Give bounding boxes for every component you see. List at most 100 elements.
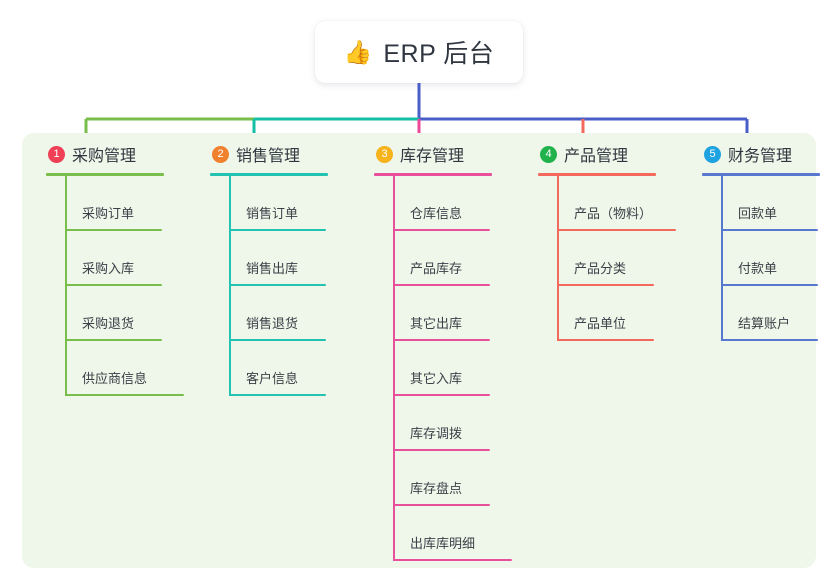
branch-item-underline (557, 229, 676, 231)
branch-item-underline (393, 229, 490, 231)
branch-item-label: 产品（物料） (574, 206, 653, 221)
branch-item-label: 产品分类 (574, 261, 627, 276)
branch-item[interactable]: 付款单 (721, 231, 839, 286)
branch-item[interactable]: 库存调拨 (393, 396, 527, 451)
branch-item-label: 供应商信息 (82, 371, 148, 386)
branch-spine (721, 176, 723, 341)
branch-item-underline (229, 394, 326, 396)
branch-spine (229, 176, 231, 396)
branch-item-label: 库存调拨 (410, 426, 463, 441)
branch-item-underline (393, 284, 490, 286)
branch-item-underline (393, 339, 490, 341)
branch-item-underline (721, 339, 818, 341)
branch-item-label: 客户信息 (246, 371, 299, 386)
branch-item[interactable]: 销售退货 (229, 286, 363, 341)
branch-item-underline (721, 284, 818, 286)
branch-header-underline (374, 173, 492, 176)
branch-item-label: 其它入库 (410, 371, 463, 386)
branch-item-underline (65, 339, 162, 341)
branch-item-label: 采购退货 (82, 316, 135, 331)
branch-spine (393, 176, 395, 561)
branch-spine (557, 176, 559, 341)
branch-item[interactable]: 库存盘点 (393, 451, 527, 506)
branch-item-label: 采购订单 (82, 206, 135, 221)
branch-item-list: 仓库信息产品库存其它出库其它入库库存调拨库存盘点出库库明细 (393, 176, 527, 561)
branch-item[interactable]: 其它出库 (393, 286, 527, 341)
root-node-title: ERP 后台 (383, 40, 495, 68)
branch-item[interactable]: 产品（物料） (557, 176, 691, 231)
branch-item-label: 销售退货 (246, 316, 299, 331)
branch-item[interactable]: 采购入库 (65, 231, 199, 286)
branch-item[interactable]: 产品库存 (393, 231, 527, 286)
branch-item-list: 回款单付款单结算账户 (721, 176, 839, 341)
branch-header-underline (702, 173, 820, 176)
branch-header-underline (538, 173, 656, 176)
branch-spine (65, 176, 67, 396)
branch-number-badge: 1 (48, 145, 65, 163)
branch-item[interactable]: 供应商信息 (65, 341, 199, 396)
branch-item-list: 采购订单采购入库采购退货供应商信息 (65, 176, 199, 396)
branch-column-5: 5 财务管理回款单付款单结算账户 (690, 133, 839, 341)
branch-item[interactable]: 销售出库 (229, 231, 363, 286)
branch-column-3: 3 库存管理仓库信息产品库存其它出库其它入库库存调拨库存盘点出库库明细 (362, 133, 527, 561)
branch-item[interactable]: 回款单 (721, 176, 839, 231)
branch-item-label: 仓库信息 (410, 206, 463, 221)
branch-item-underline (229, 229, 326, 231)
branch-item[interactable]: 采购订单 (65, 176, 199, 231)
branch-item-underline (229, 339, 326, 341)
branch-item-label: 回款单 (738, 206, 778, 221)
branch-item-underline (229, 284, 326, 286)
branch-item-underline (65, 394, 184, 396)
branch-item[interactable]: 产品单位 (557, 286, 691, 341)
branch-header-label: 库存管理 (400, 148, 465, 165)
branch-item[interactable]: 产品分类 (557, 231, 691, 286)
branch-header-3[interactable]: 3 库存管理 (362, 133, 527, 175)
branch-item-underline (721, 229, 818, 231)
branch-header-underline (210, 173, 328, 176)
branch-item-label: 产品库存 (410, 261, 463, 276)
branch-item-underline (393, 504, 490, 506)
branch-item[interactable]: 出库库明细 (393, 506, 527, 561)
branch-item-label: 结算账户 (738, 316, 791, 331)
branch-number-badge: 5 (704, 145, 721, 163)
branch-item-list: 销售订单销售出库销售退货客户信息 (229, 176, 363, 396)
branch-item-label: 销售出库 (246, 261, 299, 276)
branch-column-4: 4 产品管理产品（物料） 产品分类产品单位 (526, 133, 691, 341)
branch-header-2[interactable]: 2 销售管理 (198, 133, 363, 175)
branch-header-4[interactable]: 4 产品管理 (526, 133, 691, 175)
branch-item-label: 出库库明细 (410, 536, 476, 551)
branch-number-badge: 2 (212, 145, 229, 163)
branch-panel (22, 133, 816, 568)
branch-column-2: 2 销售管理销售订单销售出库销售退货客户信息 (198, 133, 363, 396)
branch-number-badge: 4 (540, 145, 557, 163)
branch-item-label: 付款单 (738, 261, 778, 276)
branch-item-underline (393, 394, 490, 396)
branch-header-label: 财务管理 (728, 148, 793, 165)
branch-item[interactable]: 仓库信息 (393, 176, 527, 231)
branch-item-list: 产品（物料） 产品分类产品单位 (557, 176, 691, 341)
branch-item-label: 产品单位 (574, 316, 627, 331)
branch-header-underline (46, 173, 164, 176)
branch-item[interactable]: 其它入库 (393, 341, 527, 396)
branch-item-label: 采购入库 (82, 261, 135, 276)
branch-number-badge: 3 (376, 145, 393, 163)
branch-item-label: 其它出库 (410, 316, 463, 331)
branch-header-5[interactable]: 5 财务管理 (690, 133, 839, 175)
branch-item[interactable]: 销售订单 (229, 176, 363, 231)
root-node[interactable]: 👍 ERP 后台 (315, 21, 523, 83)
branch-item[interactable]: 结算账户 (721, 286, 839, 341)
branch-item-underline (65, 229, 162, 231)
branch-header-label: 销售管理 (236, 148, 301, 165)
branch-item[interactable]: 客户信息 (229, 341, 363, 396)
branch-item-underline (557, 339, 654, 341)
branch-item-label: 库存盘点 (410, 481, 463, 496)
branch-header-label: 产品管理 (564, 148, 629, 165)
branch-item-underline (557, 284, 654, 286)
branch-item-underline (65, 284, 162, 286)
thumbs-up-icon: 👍 (343, 38, 373, 65)
branch-item[interactable]: 采购退货 (65, 286, 199, 341)
